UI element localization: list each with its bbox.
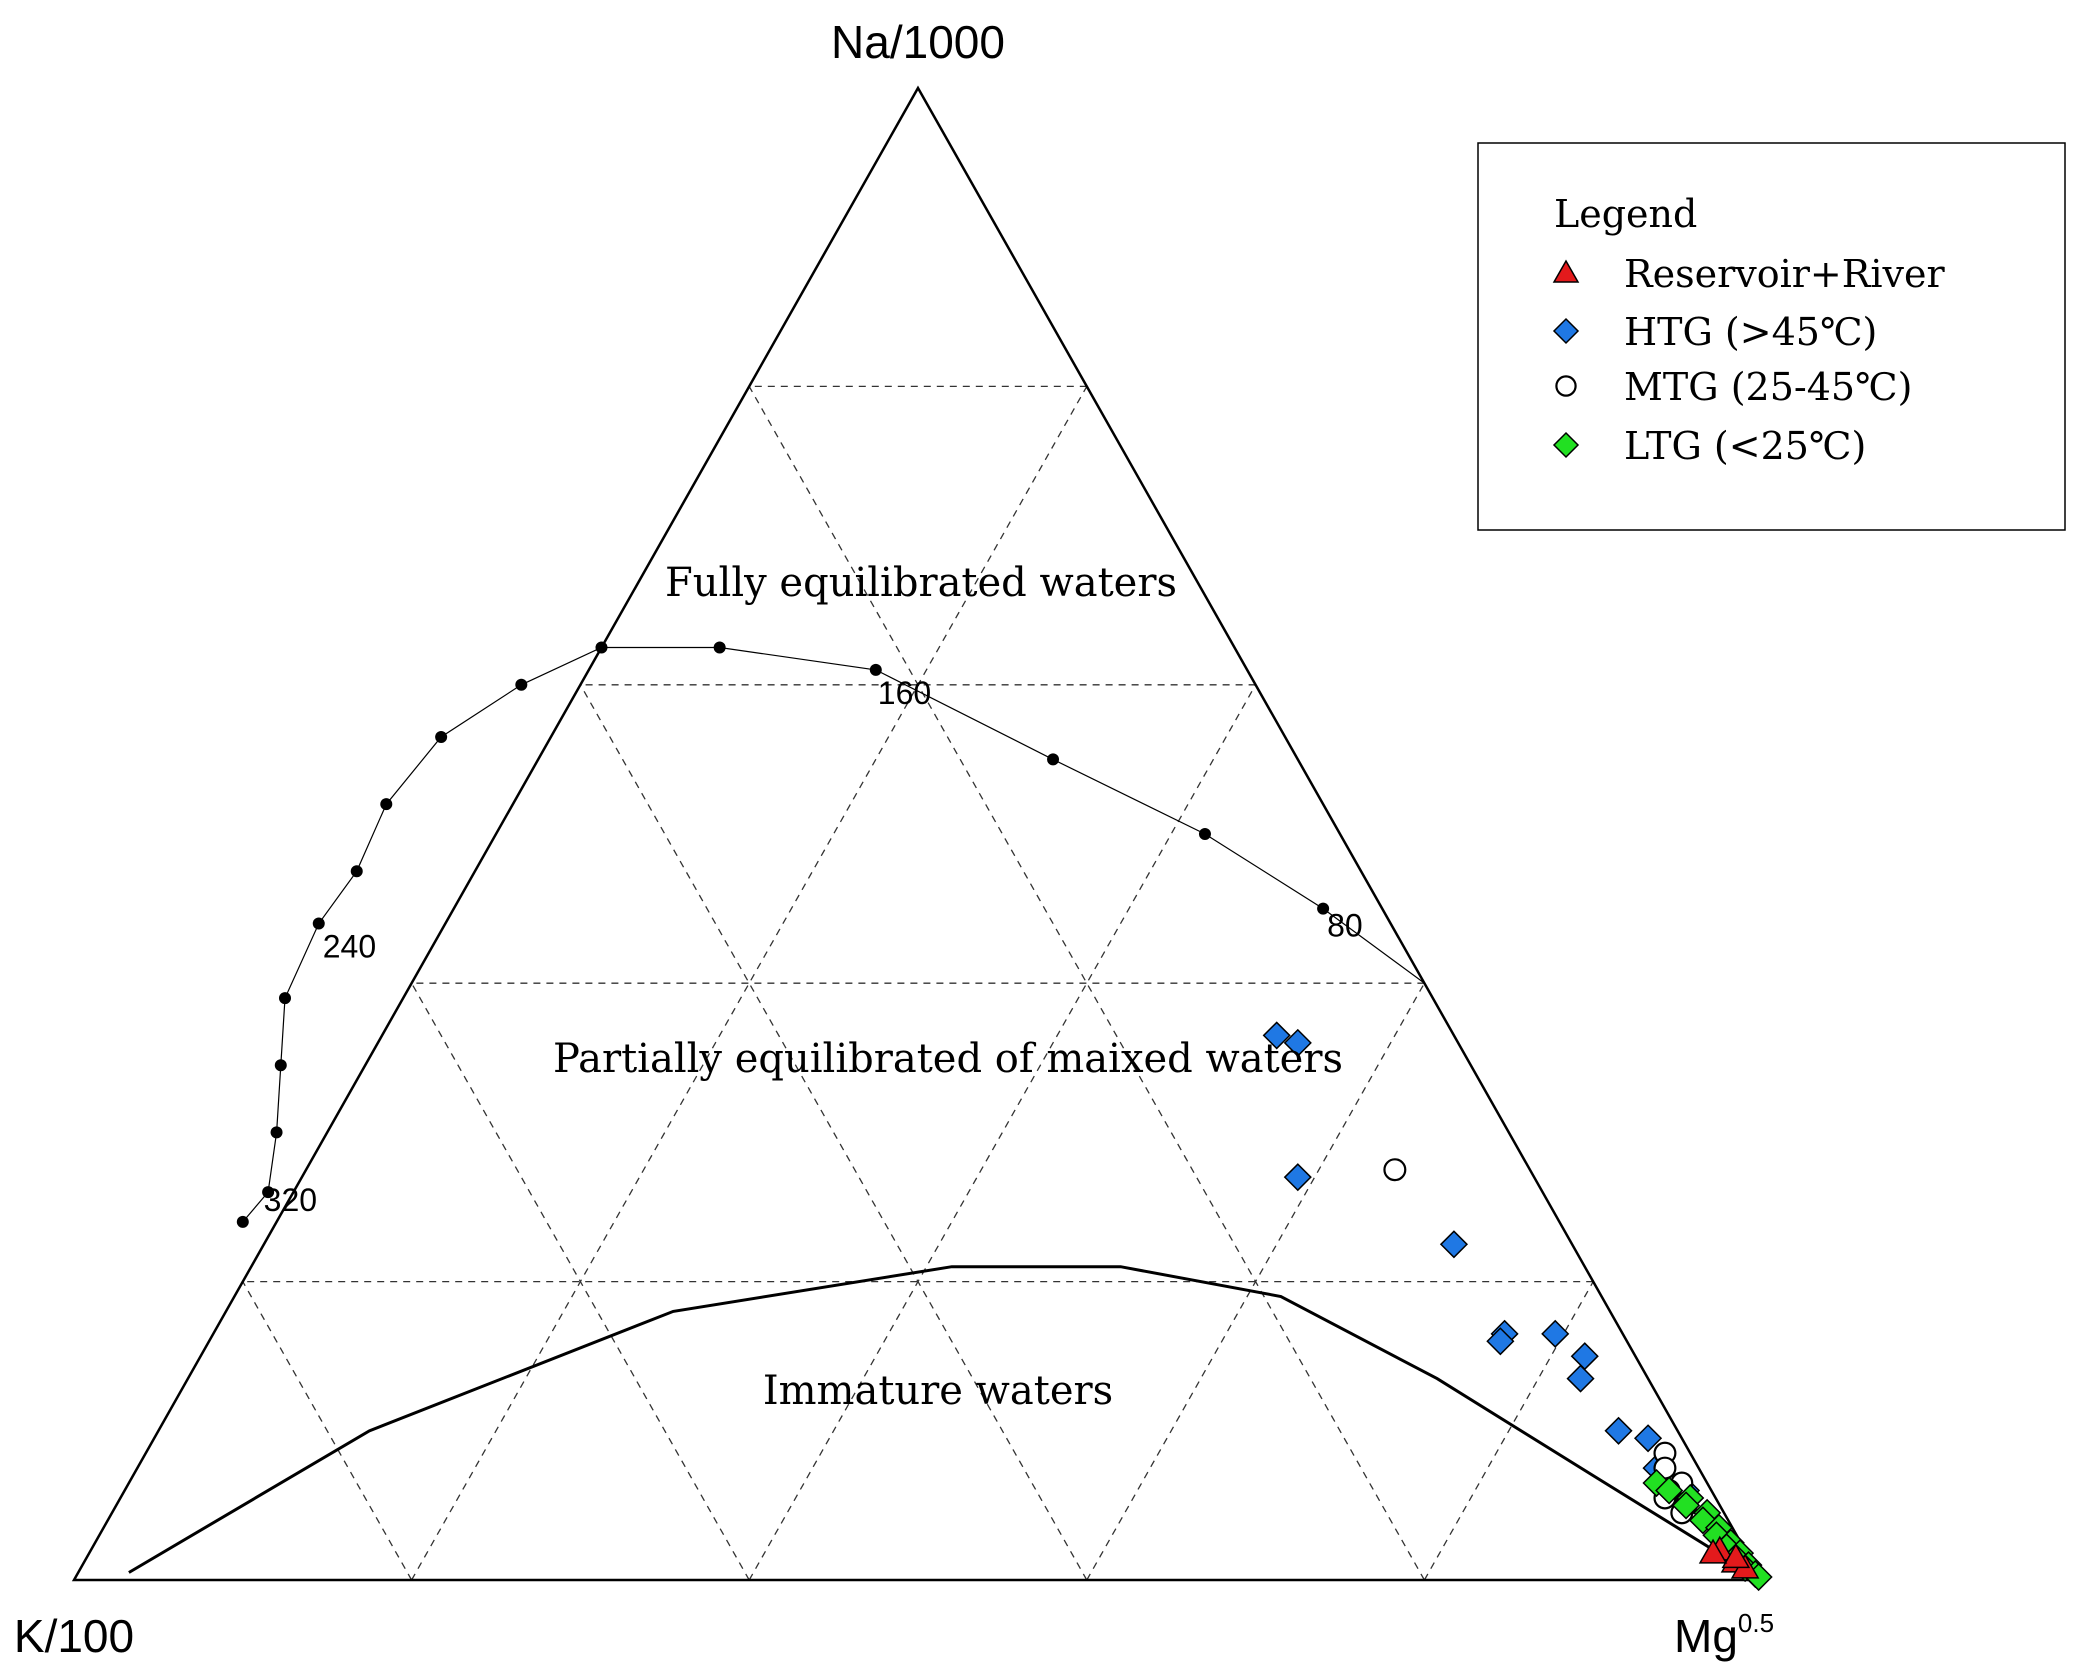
temperature-tick-label: 240: [323, 929, 376, 965]
legend-label: HTG (>45℃): [1624, 310, 1877, 354]
vertex-label-mg-base: Mg: [1674, 1610, 1738, 1662]
temperature-tick-label: 80: [1327, 908, 1363, 944]
equilibrium-temperature-dot: [515, 678, 528, 691]
legend-box: [1477, 142, 2066, 531]
legend-marker-diamond: [1552, 317, 1580, 345]
data-point-diamond: [1604, 1416, 1633, 1445]
vertex-label-na: Na/1000: [831, 16, 1005, 68]
data-point-diamond: [1283, 1028, 1312, 1057]
equilibrium-temperature-dot: [595, 641, 608, 654]
reference-curves: [128, 641, 1763, 1582]
legend-marker-diamond: [1552, 431, 1580, 459]
zone-label-full: Fully equilibrated waters: [665, 560, 1177, 606]
grid-line: [411, 982, 750, 1581]
data-point-triangle: [1698, 1538, 1728, 1564]
data-point-diamond: [1541, 1319, 1570, 1348]
data-point-diamond: [1566, 1364, 1595, 1393]
equilibrium-temperature-dot: [380, 798, 393, 811]
data-point-diamond: [1283, 1163, 1312, 1192]
grid-line: [579, 684, 1088, 1581]
equilibrium-temperature-dot: [713, 641, 726, 654]
equilibrium-temperature-dot: [274, 1059, 287, 1072]
ternary-triangle: [71, 85, 1765, 1582]
data-point-diamond: [1262, 1021, 1291, 1050]
equilibrium-temperature-dot: [262, 1186, 275, 1199]
legend-label: Reservoir+River: [1624, 252, 1945, 296]
legend-label: LTG (<25℃): [1624, 424, 1866, 468]
full-equilibrium-line: [242, 646, 1763, 1581]
data-point-diamond: [1570, 1342, 1599, 1371]
data-point-diamond: [1486, 1327, 1515, 1356]
grid-lines: [242, 385, 1594, 1581]
equilibrium-temperature-dot: [435, 731, 448, 744]
zone-label-partial: Partially equilibrated of maixed waters: [553, 1036, 1343, 1082]
data-point-diamond: [1655, 1476, 1684, 1505]
temperature-tick-label: 320: [264, 1182, 317, 1218]
data-point-triangle: [1721, 1543, 1751, 1569]
equilibrium-temperature-dot: [350, 865, 363, 878]
data-point-diamond: [1633, 1424, 1663, 1453]
data-points: [1262, 1021, 1773, 1592]
data-point-diamond: [1671, 1491, 1701, 1520]
equilibrium-temperature-dot: [869, 663, 882, 676]
equilibrium-temperature-dot: [270, 1126, 283, 1139]
grid-line: [242, 1281, 413, 1581]
equilibrium-temperature-dot: [236, 1215, 249, 1228]
grid-line: [1423, 1281, 1594, 1581]
legend-marker-circle: [1555, 375, 1577, 397]
equilibrium-temperature-dot: [279, 992, 291, 1005]
equilibrium-temperature-dot: [312, 917, 325, 930]
vertex-label-mg: Mg0.5: [1674, 1608, 1774, 1662]
temperature-tick-label: 160: [878, 675, 931, 711]
equilibrium-temperature-dot: [1047, 753, 1060, 766]
equilibrium-temperature-dot: [1198, 828, 1211, 840]
partial-equilibrium-line: [128, 1265, 1763, 1582]
vertex-label-k: K/100: [14, 1610, 134, 1662]
grid-line: [1086, 982, 1425, 1581]
legend-title: Legend: [1554, 192, 1697, 236]
data-point-diamond: [1439, 1230, 1469, 1259]
temperature-tick-labels: 80 160 240 320: [264, 675, 1363, 1218]
data-point-circle: [1383, 1158, 1407, 1182]
legend-marker-triangle: [1552, 259, 1580, 283]
equilibrium-temperature-dot: [1317, 902, 1330, 915]
legend-label: MTG (25-45℃): [1624, 365, 1912, 409]
grid-line: [748, 684, 1257, 1581]
vertex-label-mg-exponent: 0.5: [1738, 1608, 1774, 1638]
zone-label-immature: Immature waters: [763, 1368, 1113, 1414]
